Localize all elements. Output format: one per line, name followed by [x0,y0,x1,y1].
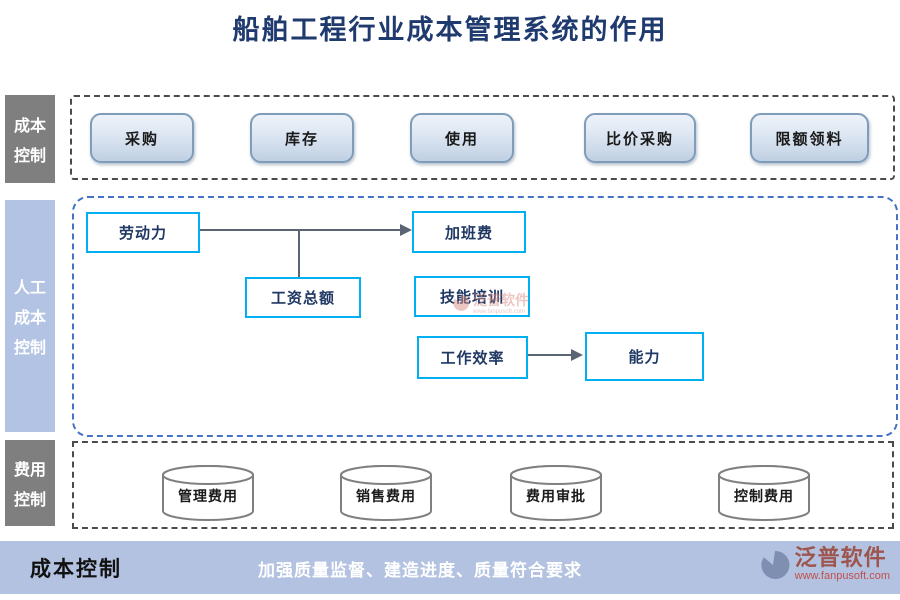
cost-control-section: 采购 库存 使用 比价采购 限额领料 [70,95,895,180]
cylinder-shape [718,465,810,521]
cylinder-label: 控制费用 [734,488,794,504]
cylinder-shape [340,465,432,521]
cylinder-label: 管理费用 [178,488,238,504]
sidebar-item-expense-control: 费用 控制 [5,440,55,526]
node-work-efficiency: 工作效率 [417,336,528,379]
node-capability: 能力 [585,332,704,381]
node-overtime-pay: 加班费 [412,211,526,253]
cylinder-label: 销售费用 [356,488,416,504]
sidebar-item-labor-cost-control: 人工 成本 控制 [5,200,55,432]
node-inventory: 库存 [250,113,354,163]
node-management-expense: 管理费用 [162,464,254,522]
brand-name: 泛普软件 [794,545,887,570]
node-labor: 劳动力 [86,212,200,253]
node-total-wages: 工资总额 [245,277,361,318]
cylinder-label: 费用审批 [526,488,586,504]
node-skill-training: 技能培训 [414,276,530,317]
node-quota-requisition: 限额领料 [750,113,869,163]
cylinder-shape [162,465,254,521]
sidebar-label-line: 人工 [13,280,46,297]
node-control-expense: 控制费用 [718,464,810,522]
sidebar-item-cost-control: 成本 控制 [5,95,55,183]
footer-bar: 成本控制 加强质量监督、建造进度、质量符合要求 泛普软件 www.fanpuso… [0,541,900,594]
sidebar-label-line: 控制 [13,492,46,509]
brand-logo-icon [761,550,790,579]
page-title: 船舶工程行业成本管理系统的作用 [232,15,668,45]
node-sales-expense: 销售费用 [340,464,432,522]
node-expense-approval: 费用审批 [510,464,602,522]
node-usage: 使用 [410,113,514,163]
labor-cost-section: 劳动力 加班费 工资总额 技能培训 工作效率 能力 泛普软件 www.fanpu… [72,196,898,437]
node-price-comparison: 比价采购 [584,113,696,163]
sidebar-label-line: 成本 [13,310,46,327]
sidebar-label-line: 控制 [13,340,46,357]
cylinder-shape [510,465,602,521]
brand-url: www.fanpusoft.com [794,570,890,582]
brand-block: 泛普软件 www.fanpusoft.com [759,547,890,582]
node-purchase: 采购 [90,113,194,163]
sidebar-label-line: 控制 [13,148,46,165]
footer-section-label: 成本控制 [30,557,122,581]
expense-control-section: 管理费用 销售费用 费用审批 控制费用 [72,441,894,529]
sidebar-label-line: 费用 [13,462,46,479]
sidebar-label-line: 成本 [13,118,46,135]
footer-slogan: 加强质量监督、建造进度、质量符合要求 [258,561,582,580]
